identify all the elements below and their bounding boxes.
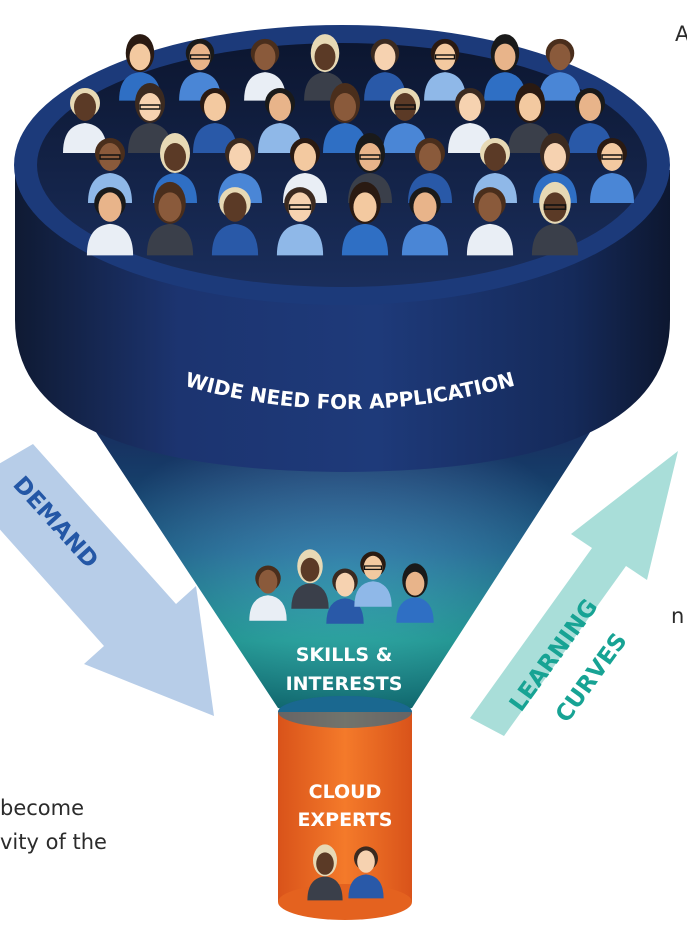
person-figure	[63, 88, 107, 153]
text-fragment-n: n	[671, 604, 685, 628]
person-figure	[291, 549, 329, 609]
person-figure	[249, 565, 287, 621]
person-figure	[86, 187, 134, 256]
person-figure	[211, 187, 259, 256]
person-figure	[396, 563, 434, 623]
person-figure	[484, 34, 526, 101]
person-figure	[307, 844, 343, 901]
person-figure	[539, 38, 581, 101]
text-fragment-a: A	[675, 22, 687, 46]
person-figure	[146, 181, 194, 256]
team-icon	[249, 549, 434, 624]
person-figure	[276, 187, 324, 256]
person-figure	[341, 181, 389, 256]
person-figure	[383, 88, 427, 153]
middle-label-line2: INTERESTS	[286, 673, 403, 695]
spout-label-line2: EXPERTS	[298, 809, 393, 831]
funnel-cone	[88, 420, 598, 715]
text-fragment-vity: vity of the	[0, 830, 107, 854]
person-figure	[401, 187, 449, 256]
person-figure	[258, 88, 302, 153]
person-figure	[531, 181, 579, 256]
person-figure	[508, 83, 552, 153]
person-figure	[424, 38, 466, 101]
person-figure	[466, 187, 514, 256]
funnel-spout	[278, 696, 412, 920]
person-figure	[323, 83, 367, 153]
middle-label-line1: SKILLS &	[296, 644, 393, 666]
person-figure	[128, 83, 172, 153]
crowd-icon	[63, 34, 634, 256]
person-figure	[448, 88, 492, 153]
text-fragment-become: become	[0, 796, 85, 820]
person-figure	[193, 88, 237, 153]
person-figure	[244, 38, 286, 101]
person-figure	[354, 551, 392, 607]
spout-label-line1: CLOUD	[309, 781, 382, 803]
person-figure	[348, 846, 384, 899]
person-figure	[590, 138, 634, 203]
duo-icon	[307, 844, 384, 901]
